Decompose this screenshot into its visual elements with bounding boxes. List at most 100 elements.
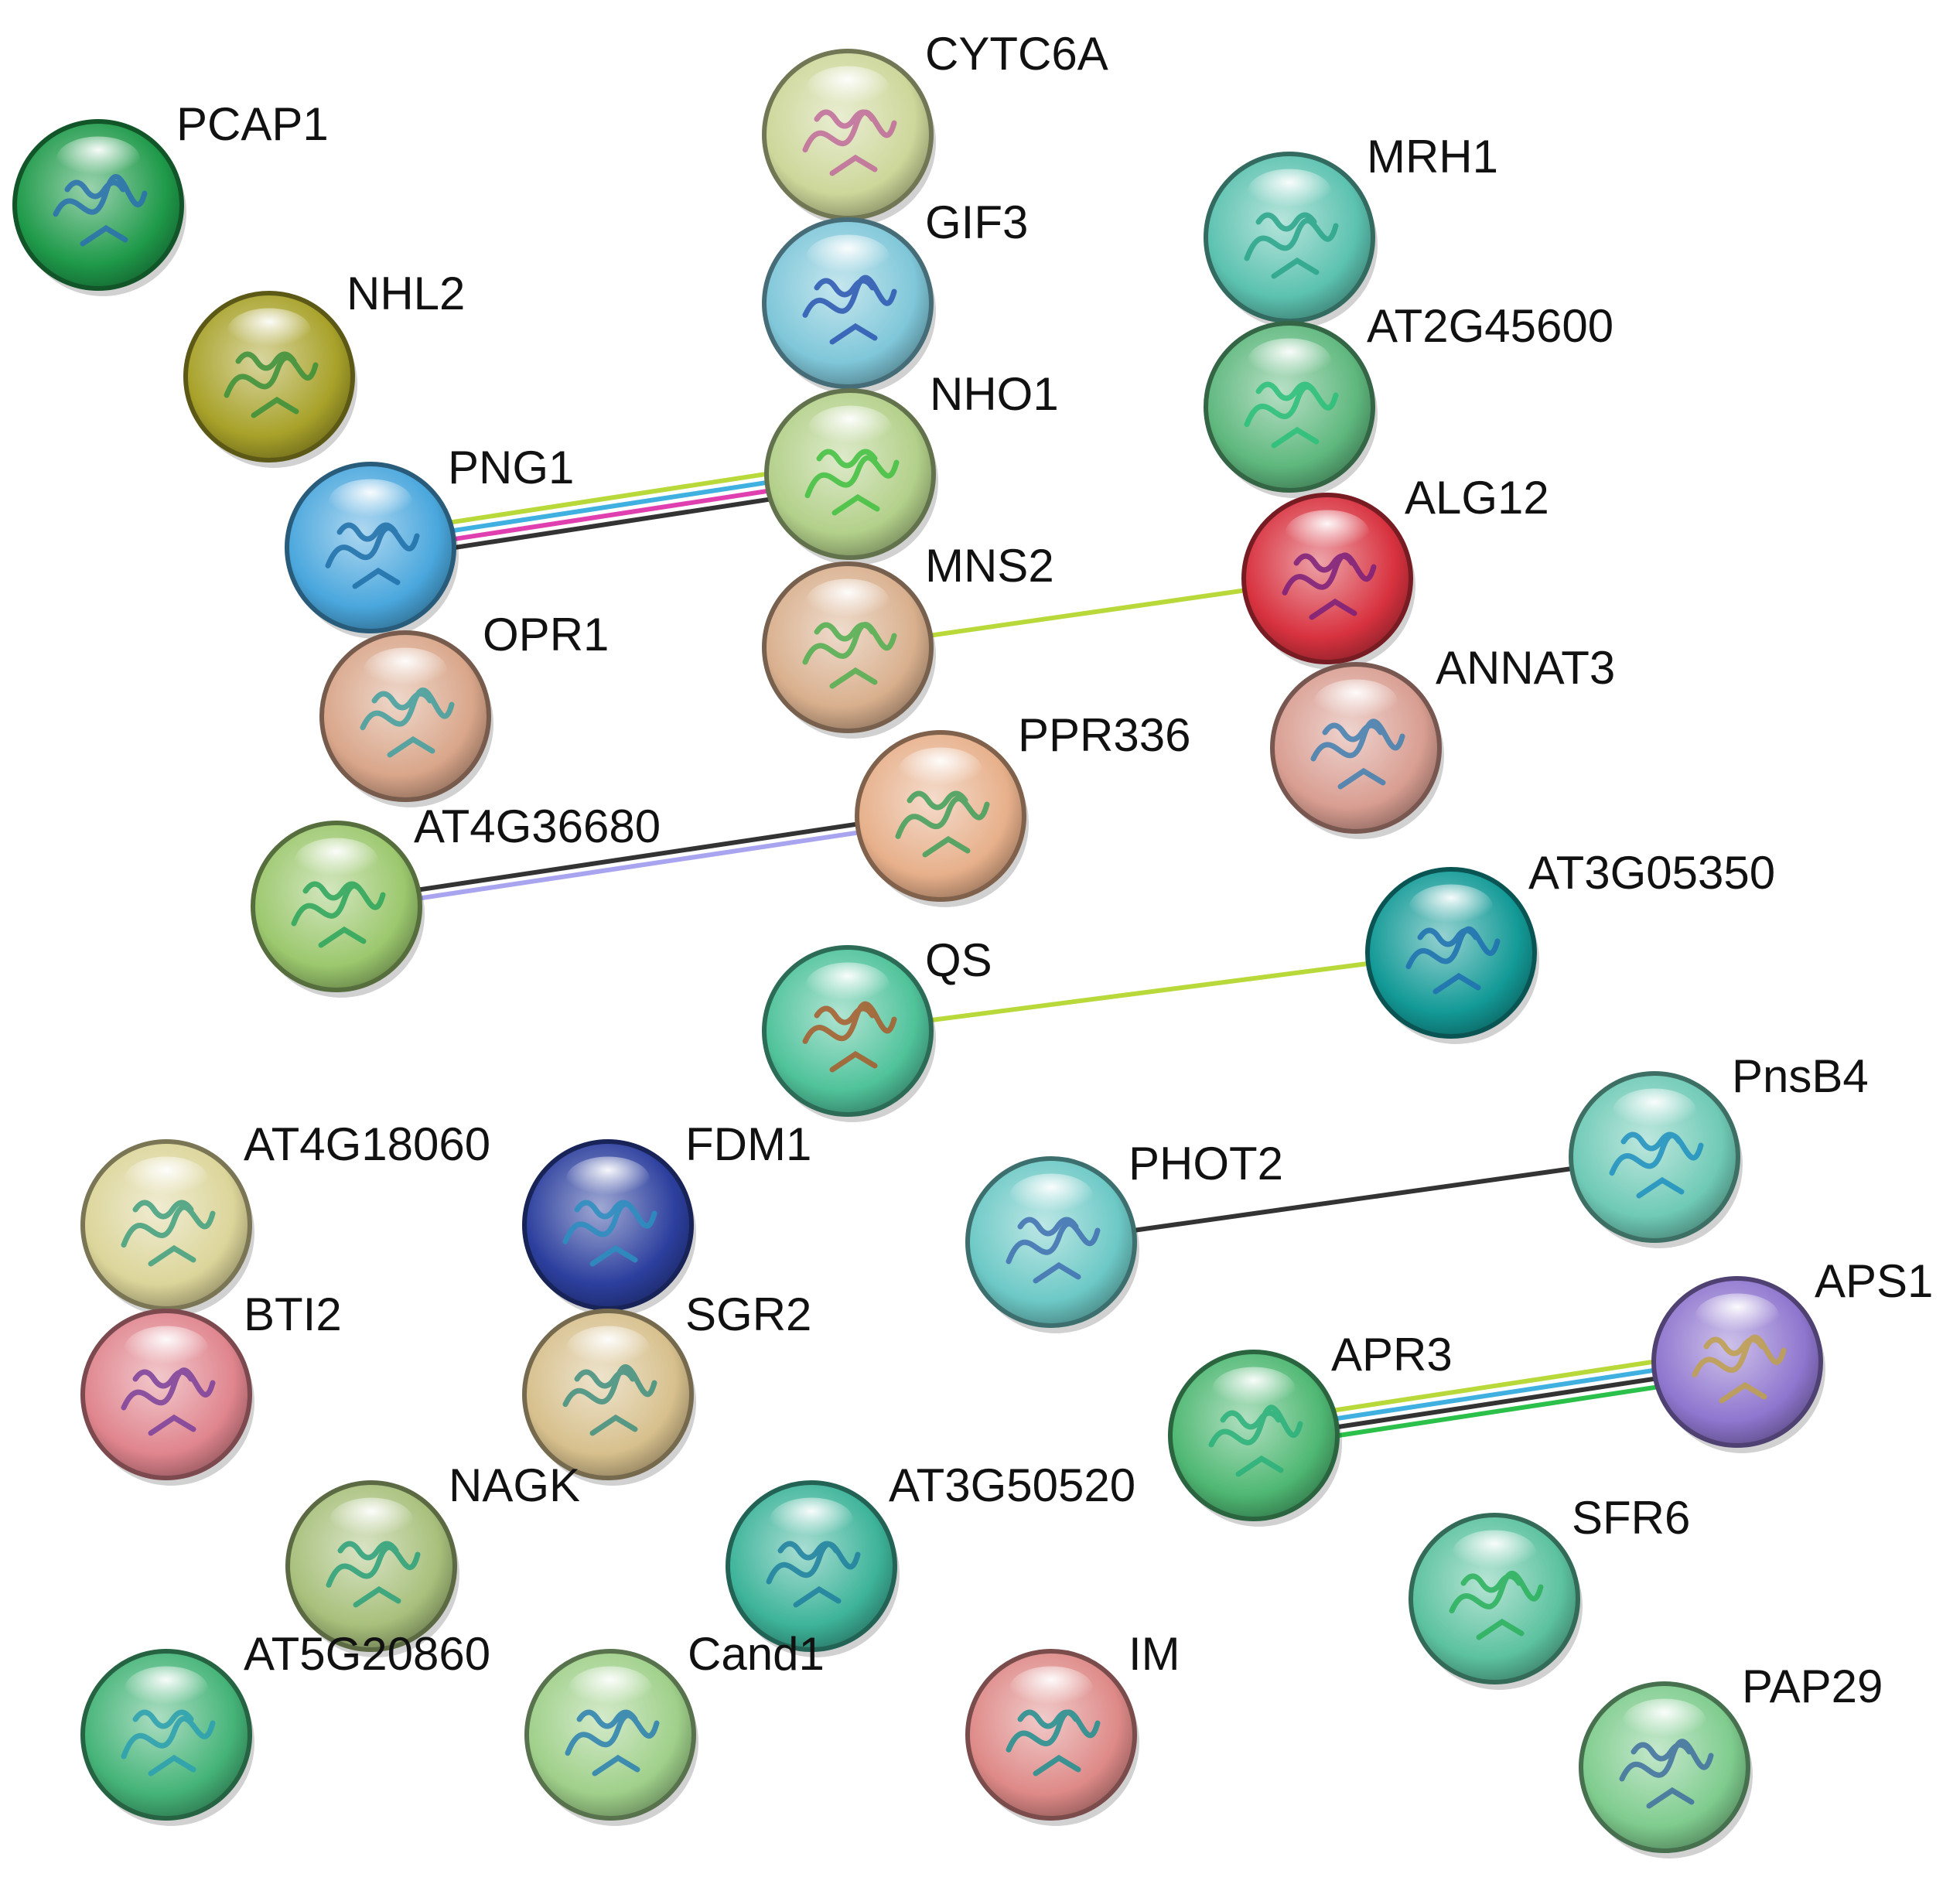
node-qs[interactable] xyxy=(762,945,936,1122)
node-aps1[interactable] xyxy=(1651,1276,1825,1453)
node-highlight xyxy=(566,1156,650,1202)
node-label-at2g45600: AT2G45600 xyxy=(1367,300,1613,352)
protein-structure-image xyxy=(1208,1404,1303,1477)
node-apr3[interactable] xyxy=(1168,1350,1342,1527)
node-mns2[interactable] xyxy=(762,561,936,739)
node-at5g20860[interactable] xyxy=(80,1649,254,1826)
node-ball xyxy=(1569,1071,1740,1243)
node-label-at3g05350: AT3G05350 xyxy=(1528,847,1775,899)
node-ball xyxy=(762,561,934,733)
protein-structure-image xyxy=(562,1364,657,1436)
protein-structure-image xyxy=(121,1709,216,1776)
node-label-cand1: Cand1 xyxy=(688,1628,825,1680)
node-ball xyxy=(1579,1681,1750,1853)
node-label-apr3: APR3 xyxy=(1331,1329,1453,1381)
node-pcap1[interactable] xyxy=(12,119,186,296)
node-label-nho1: NHO1 xyxy=(930,368,1059,420)
node-mrh1[interactable] xyxy=(1204,152,1378,329)
edge-at4g36680-ppr336 xyxy=(335,809,942,913)
protein-structure-image xyxy=(565,1709,660,1776)
node-pnsb4[interactable] xyxy=(1569,1071,1743,1248)
protein-structure-image xyxy=(802,1001,897,1073)
node-highlight xyxy=(1212,1367,1296,1412)
node-label-at3g50520: AT3G50520 xyxy=(889,1459,1135,1511)
node-at3g05350[interactable] xyxy=(1365,867,1539,1044)
node-at4g18060[interactable] xyxy=(80,1139,254,1316)
node-label-opr1: OPR1 xyxy=(483,609,609,660)
node-ppr336[interactable] xyxy=(855,730,1029,907)
nodes-layer xyxy=(12,49,1825,1858)
node-phot2[interactable] xyxy=(965,1156,1139,1333)
node-ball xyxy=(524,1649,696,1821)
node-highlight xyxy=(56,136,140,182)
protein-structure-image xyxy=(1282,552,1377,620)
node-png1[interactable] xyxy=(285,462,459,639)
protein-structure-image xyxy=(1449,1571,1544,1640)
node-highlight xyxy=(364,647,447,693)
protein-structure-image xyxy=(1310,718,1405,790)
node-fdm1[interactable] xyxy=(522,1139,696,1316)
node-label-nagk: NAGK xyxy=(449,1459,580,1511)
node-highlight xyxy=(1009,1666,1093,1712)
node-at3g50520[interactable] xyxy=(726,1480,900,1657)
node-highlight xyxy=(806,66,890,111)
node-at4g36680[interactable] xyxy=(251,821,425,998)
protein-structure-image xyxy=(360,688,455,758)
node-sgr2[interactable] xyxy=(522,1309,696,1486)
node-gif3[interactable] xyxy=(762,217,936,394)
node-nho1[interactable] xyxy=(764,388,938,565)
node-label-fdm1: FDM1 xyxy=(685,1118,811,1170)
edge-line xyxy=(1050,1155,1655,1244)
node-label-ppr336: PPR336 xyxy=(1018,709,1190,761)
protein-structure-image xyxy=(804,449,900,516)
node-sfr6[interactable] xyxy=(1409,1513,1583,1690)
node-ball xyxy=(80,1309,252,1480)
node-label-qs: QS xyxy=(925,934,992,986)
edge-line xyxy=(847,951,1452,1033)
node-ball xyxy=(319,630,491,802)
node-opr1[interactable] xyxy=(319,630,493,807)
node-ball xyxy=(183,291,355,462)
node-ball xyxy=(762,217,934,389)
node-at2g45600[interactable] xyxy=(1204,321,1378,498)
node-highlight xyxy=(1314,679,1398,725)
protein-structure-image xyxy=(766,1541,861,1608)
node-label-at5g20860: AT5G20860 xyxy=(244,1628,490,1680)
protein-structure-image xyxy=(121,1200,216,1267)
node-nagk[interactable] xyxy=(285,1480,459,1657)
node-bti2[interactable] xyxy=(80,1309,254,1486)
node-annat3[interactable] xyxy=(1270,662,1444,839)
node-highlight xyxy=(1695,1293,1779,1339)
node-highlight xyxy=(1623,1698,1706,1744)
node-pap29[interactable] xyxy=(1579,1681,1753,1858)
node-cand1[interactable] xyxy=(524,1649,698,1826)
protein-structure-image xyxy=(326,1541,421,1608)
protein-structure-image xyxy=(53,174,148,247)
node-im[interactable] xyxy=(965,1649,1139,1826)
node-highlight xyxy=(806,234,890,280)
protein-structure-image xyxy=(1619,1739,1714,1809)
protein-structure-image xyxy=(562,1200,657,1267)
node-highlight xyxy=(1453,1530,1536,1575)
protein-structure-image xyxy=(1244,212,1339,279)
protein-structure-image xyxy=(1244,381,1339,449)
node-cytc6a[interactable] xyxy=(762,49,936,226)
node-ball xyxy=(1651,1276,1823,1448)
node-label-at4g36680: AT4G36680 xyxy=(414,800,661,852)
protein-structure-image xyxy=(121,1367,216,1436)
node-ball xyxy=(1409,1513,1580,1684)
node-highlight xyxy=(329,479,412,524)
node-ball xyxy=(965,1156,1137,1328)
node-ball xyxy=(285,1480,457,1652)
node-label-bti2: BTI2 xyxy=(244,1288,342,1340)
node-label-mns2: MNS2 xyxy=(925,540,1054,592)
node-label-alg12: ALG12 xyxy=(1405,472,1549,524)
node-label-pcap1: PCAP1 xyxy=(176,98,329,150)
node-highlight xyxy=(1248,169,1331,214)
node-label-im: IM xyxy=(1129,1628,1180,1680)
protein-structure-image xyxy=(291,881,386,948)
node-nhl2[interactable] xyxy=(183,291,357,468)
node-alg12[interactable] xyxy=(1241,493,1415,670)
node-label-phot2: PHOT2 xyxy=(1129,1138,1283,1189)
